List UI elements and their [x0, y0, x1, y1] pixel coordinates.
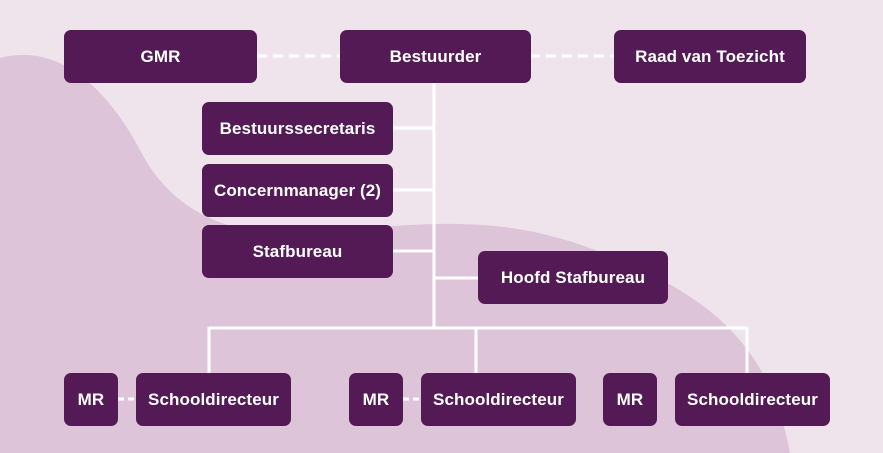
- mr-box-3: MR: [603, 373, 657, 426]
- stafbureau-box: Stafbureau: [202, 225, 393, 278]
- raad-van-toezicht-box: Raad van Toezicht: [614, 30, 806, 83]
- schooldirecteur-box-1: Schooldirecteur: [136, 373, 291, 426]
- bestuurder-box: Bestuurder: [340, 30, 531, 83]
- concernmanager-box: Concernmanager (2): [202, 164, 393, 217]
- hoofd-stafbureau-box: Hoofd Stafbureau: [478, 251, 668, 304]
- gmr-box: GMR: [64, 30, 257, 83]
- mr-box-2: MR: [349, 373, 403, 426]
- mr-box-1: MR: [64, 373, 118, 426]
- schooldirecteur-box-2: Schooldirecteur: [421, 373, 576, 426]
- schooldirecteur-box-3: Schooldirecteur: [675, 373, 830, 426]
- bestuurssecretaris-box: Bestuurssecretaris: [202, 102, 393, 155]
